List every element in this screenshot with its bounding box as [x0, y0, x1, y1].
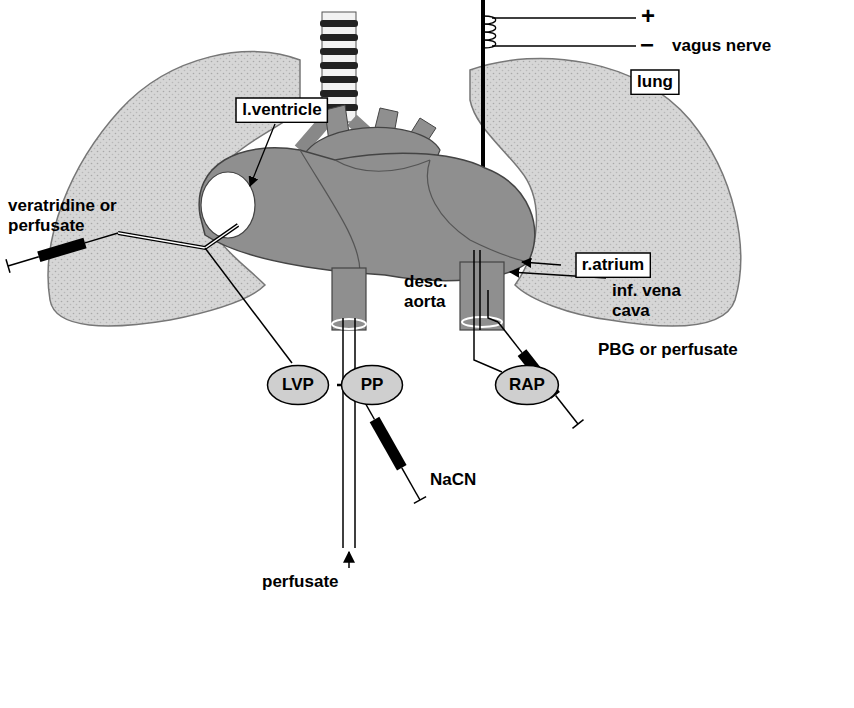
vessel-label: inf. vena cava	[612, 281, 702, 322]
trachea-ring	[320, 34, 358, 41]
pressure-gauge-oval: PP	[340, 364, 404, 406]
pressure-gauge-oval: LVP	[266, 364, 330, 406]
ventricle-opening	[201, 172, 255, 238]
heart-contours	[300, 150, 528, 272]
infusion-label: PBG or perfusate	[598, 340, 738, 360]
syringes	[6, 233, 584, 503]
cava-catheter	[488, 290, 498, 322]
inflow-arrow	[348, 552, 350, 568]
atrium-pointer	[522, 262, 561, 265]
syringe	[6, 233, 118, 273]
inferior-vena-cava	[460, 262, 504, 330]
node-label: r.atrium	[582, 255, 644, 275]
heart	[199, 148, 535, 281]
trachea-ring	[320, 48, 358, 55]
pressure-gauge-oval: RAP	[494, 364, 560, 406]
node-label: lung	[637, 72, 673, 92]
infusion-label: veratridine or perfusate	[8, 196, 126, 237]
stimulating-electrode	[483, 16, 496, 48]
syringe	[498, 322, 584, 428]
aorta-cannula-ring	[332, 319, 366, 329]
trachea-ring	[320, 90, 358, 97]
chamber-label-box: r.atrium	[575, 252, 651, 278]
chamber-label-box: l.ventricle	[235, 97, 328, 123]
inflow-label: perfusate	[262, 572, 339, 592]
trachea-ring	[320, 62, 358, 69]
organ-label-box: lung	[630, 69, 680, 95]
node-label: RAP	[509, 375, 545, 395]
lvp-line	[205, 248, 292, 363]
ventricle-catheter-lumen	[118, 225, 238, 248]
node-label: PP	[361, 375, 384, 395]
descending-aorta	[332, 268, 366, 330]
node-label: LVP	[282, 375, 314, 395]
polarity-sign: +	[641, 2, 655, 31]
nerve-label: vagus nerve	[672, 36, 771, 56]
polarity-sign: −	[640, 31, 654, 60]
ventricle-pointer	[250, 124, 275, 186]
drug-label: NaCN	[430, 470, 476, 490]
trachea-ring	[320, 76, 358, 83]
trachea-ring	[320, 20, 358, 27]
atrial-catheter	[474, 250, 502, 372]
node-label: l.ventricle	[242, 100, 321, 120]
perfusate-tube	[343, 318, 355, 548]
ventricle-catheter	[118, 225, 238, 248]
vessel-label: desc. aorta	[404, 272, 462, 313]
electrode-wires	[492, 18, 636, 46]
